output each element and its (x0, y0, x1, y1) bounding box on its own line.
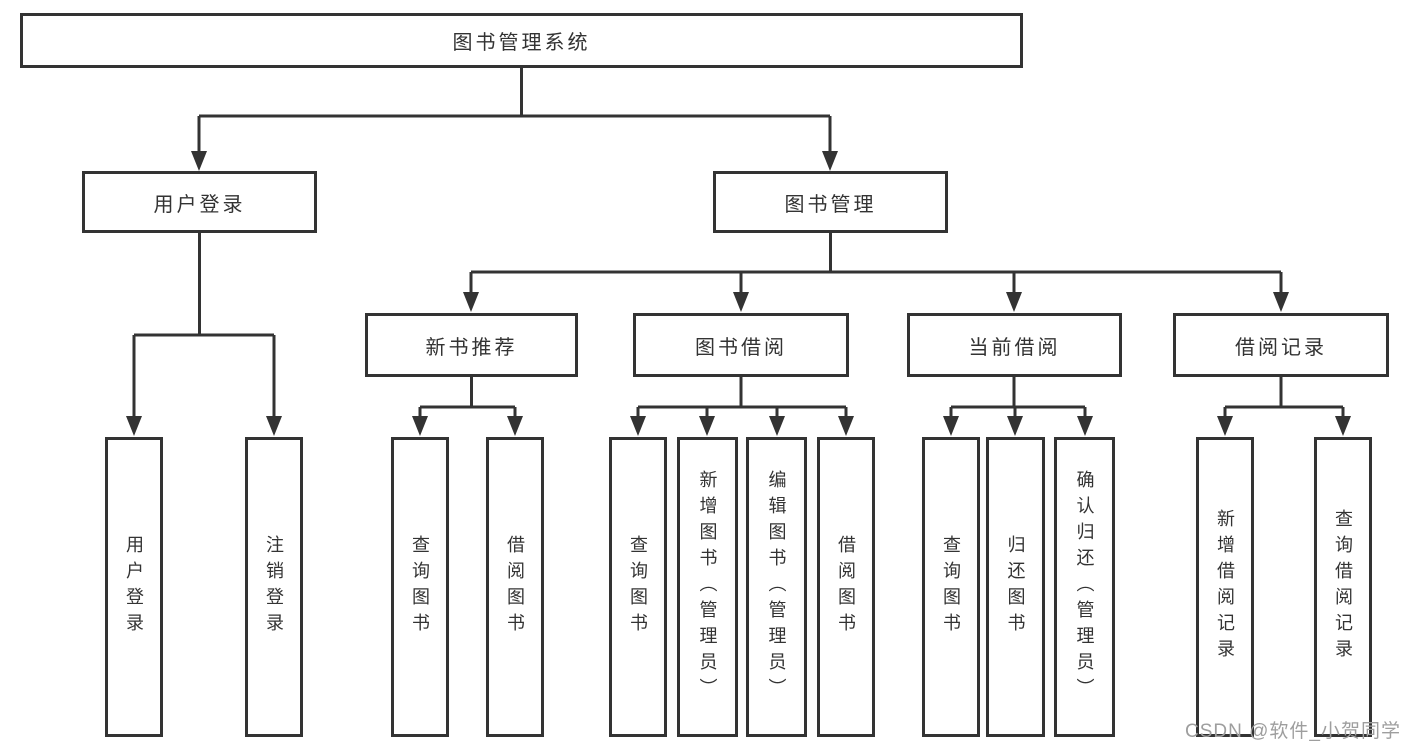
leaf-logout: 注销登录 (245, 437, 303, 737)
leaf-borrow-books-recommend: 借阅图书 (486, 437, 544, 737)
leaf-user-login: 用户登录 (105, 437, 163, 737)
leaf-label: 归还图书 (1005, 535, 1026, 639)
leaf-label: 新增借阅记录 (1215, 509, 1235, 665)
leaf-borrow-books: 借阅图书 (817, 437, 875, 737)
csdn-watermark: CSDN @软件_小贺同学 (1185, 721, 1401, 742)
node-label: 图书借阅 (695, 336, 787, 359)
leaf-query-books-borrow: 查询图书 (609, 437, 667, 737)
leaf-label: 查询图书 (628, 535, 648, 639)
node-book-management: 图书管理 (713, 171, 948, 233)
leaf-add-borrow-record: 新增借阅记录 (1196, 437, 1254, 737)
leaf-label: 借阅图书 (505, 535, 525, 639)
leaf-label: 借阅图书 (836, 535, 856, 639)
node-label: 图书管理 (784, 193, 877, 216)
leaf-edit-book-admin: 编辑图书（管理员） (746, 437, 807, 737)
leaf-label: 确认归还（管理员） (1074, 470, 1095, 704)
node-label: 用户登录 (153, 193, 246, 216)
arrowheads (126, 151, 1351, 436)
node-library-management-system: 图书管理系统 (20, 13, 1023, 68)
leaf-query-books-recommend: 查询图书 (391, 437, 449, 737)
node-new-book-recommendation: 新书推荐 (365, 313, 578, 377)
leaf-label: 注销登录 (264, 535, 284, 639)
leaf-label: 新增图书（管理员） (697, 470, 718, 704)
leaf-label: 用户登录 (124, 535, 144, 639)
node-label: 图书管理系统 (452, 32, 591, 54)
leaf-query-books-current: 查询图书 (922, 437, 980, 737)
node-label: 当前借阅 (968, 336, 1061, 359)
node-book-borrowing: 图书借阅 (633, 313, 849, 377)
node-current-borrowing: 当前借阅 (907, 313, 1122, 377)
leaf-label: 查询借阅记录 (1333, 509, 1353, 665)
node-label: 新书推荐 (425, 336, 518, 359)
leaf-label: 编辑图书（管理员） (766, 470, 787, 704)
leaf-return-book: 归还图书 (986, 437, 1045, 737)
leaf-label: 查询图书 (941, 535, 961, 639)
leaf-confirm-return-admin: 确认归还（管理员） (1054, 437, 1115, 737)
node-user-login: 用户登录 (82, 171, 317, 233)
leaf-query-borrow-record: 查询借阅记录 (1314, 437, 1372, 737)
leaf-add-book-admin: 新增图书（管理员） (677, 437, 738, 737)
leaf-label: 查询图书 (410, 535, 430, 639)
node-label: 借阅记录 (1235, 336, 1327, 359)
node-borrowing-records: 借阅记录 (1173, 313, 1389, 377)
